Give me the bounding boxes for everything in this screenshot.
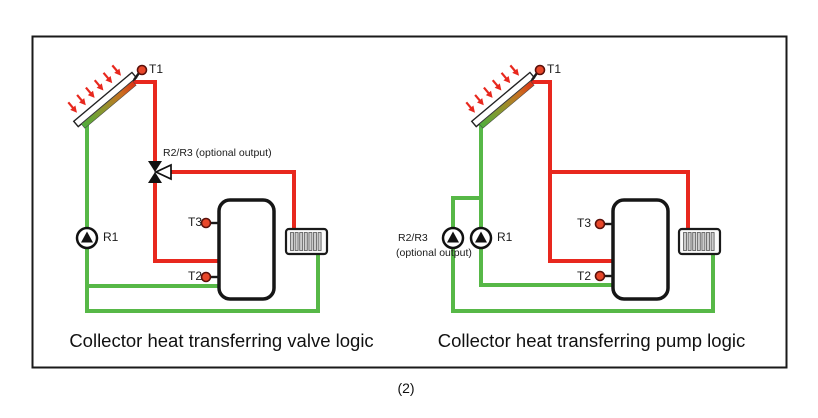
sensor-t2-icon	[594, 270, 606, 282]
figure-number: (2)	[397, 380, 415, 396]
sensor-t3-label: T3	[188, 215, 203, 229]
sensor-t1-stub	[133, 72, 140, 81]
sensor-t2-label: T2	[188, 269, 203, 283]
valve-logic-caption: Collector heat transferring valve logic	[69, 330, 374, 351]
three-way-valve-icon	[148, 161, 172, 183]
sensor-t3-icon	[594, 218, 606, 230]
cold-pipe-collector-return	[85, 118, 320, 313]
hot-pipe-to-radiator	[550, 170, 690, 231]
sensor-t1-icon	[136, 64, 148, 76]
pump-r1-label: R1	[497, 230, 513, 244]
cold-pipe-optional-loop	[451, 196, 715, 313]
optional-pump-label-line2: (optional output)	[396, 247, 472, 259]
pump-logic-diagram	[441, 59, 722, 313]
pump-logic-caption: Collector heat transferring pump logic	[437, 330, 746, 351]
pump-r2r3-icon	[441, 226, 465, 250]
pump-r1-icon	[469, 226, 493, 250]
valve-output-label: R2/R3 (optional output)	[163, 147, 272, 159]
cold-pipe-collector-to-tank	[479, 118, 613, 287]
sensor-t3-label: T3	[577, 216, 592, 230]
optional-pump-label-line1: R2/R3	[398, 232, 428, 244]
sensor-t2-label: T2	[577, 269, 592, 283]
valve-logic-diagram	[62, 59, 329, 313]
radiator-icon	[284, 227, 329, 256]
sensor-t1-label: T1	[547, 62, 562, 76]
radiator-icon	[677, 227, 722, 256]
pump-r1-label: R1	[103, 230, 119, 244]
sensor-t3-icon	[200, 217, 212, 229]
hot-pipe-collector-to-valve	[133, 80, 157, 164]
sensor-t2-icon	[200, 271, 212, 283]
storage-tank	[611, 198, 670, 301]
sensor-t1-label: T1	[149, 62, 164, 76]
storage-tank	[217, 198, 276, 301]
hot-pipe-valve-to-radiator	[166, 170, 296, 231]
pump-r1-icon	[75, 226, 99, 250]
sensor-t1-stub	[531, 72, 538, 81]
figure-frame	[31, 35, 788, 369]
hot-pipe-valve-to-tank	[153, 180, 221, 263]
sensor-t1-icon	[534, 64, 546, 76]
